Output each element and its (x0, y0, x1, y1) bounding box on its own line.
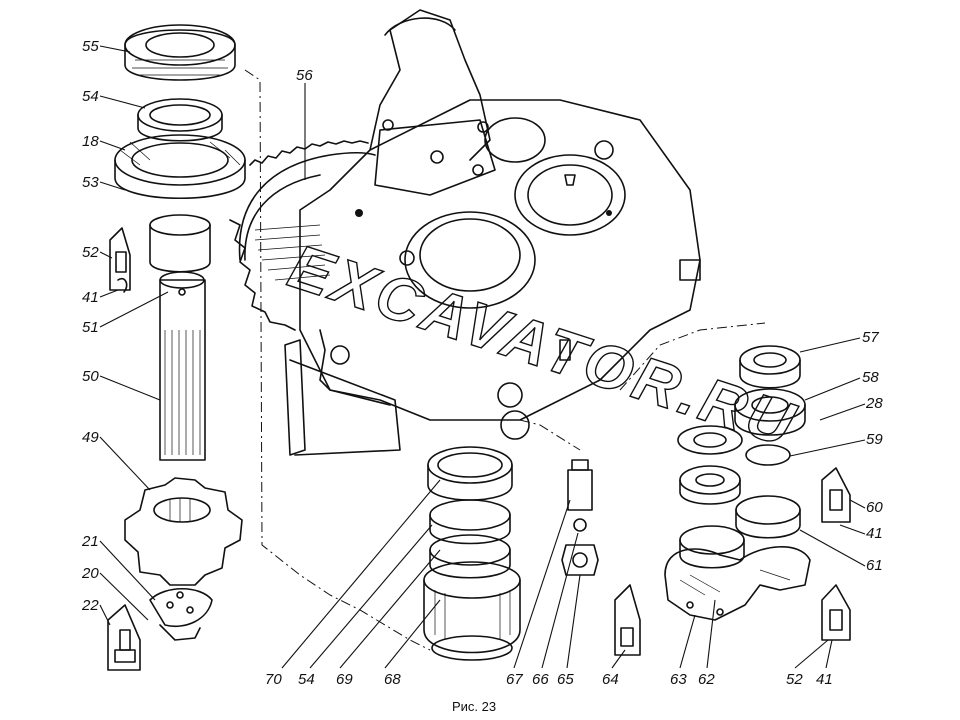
bolt-52-left (109, 227, 131, 293)
center-lines (244, 69, 766, 651)
callout-59: 59 (866, 431, 883, 448)
pinion-gear-49 (124, 477, 243, 586)
leader-lines (99, 45, 866, 669)
callout-41c: 41 (816, 671, 833, 688)
fitting-65-67 (561, 459, 599, 576)
callout-21: 21 (81, 533, 99, 550)
callout-50: 50 (82, 368, 99, 385)
shaft-50 (159, 271, 206, 461)
callout-22: 22 (81, 597, 99, 614)
figure-caption: Рис. 23 (452, 699, 496, 714)
callout-57: 57 (862, 329, 879, 346)
bolt-60-right (821, 467, 851, 523)
callout-61: 61 (866, 557, 883, 574)
callout-20: 20 (81, 565, 99, 582)
callout-70: 70 (265, 671, 282, 688)
callout-66: 66 (532, 671, 549, 688)
callout-52b: 52 (786, 671, 803, 688)
bearing-55 (124, 24, 236, 81)
callout-41: 41 (82, 289, 99, 306)
callout-69: 69 (336, 671, 353, 688)
ring-gear-56 (229, 140, 376, 331)
seal-54 (137, 98, 223, 142)
callout-60: 60 (866, 499, 883, 516)
bolt-64 (614, 584, 641, 656)
callout-18: 18 (82, 133, 99, 150)
callout-65: 65 (557, 671, 574, 688)
gearbox-housing (284, 9, 701, 456)
ring-18 (114, 134, 246, 200)
sleeve-stack-center (423, 446, 521, 661)
callout-58: 58 (862, 369, 879, 386)
bolt-22 (107, 604, 141, 671)
callout-56: 56 (296, 67, 313, 84)
callout-64: 64 (602, 671, 619, 688)
callout-54b: 54 (298, 671, 315, 688)
bolt-52-right (821, 584, 851, 641)
callout-55: 55 (82, 38, 99, 55)
seal-59 (677, 425, 791, 505)
bushing-53 (149, 214, 211, 273)
callout-28: 28 (865, 395, 883, 412)
washer-20-21 (149, 588, 213, 641)
callout-63: 63 (670, 671, 687, 688)
callout-54: 54 (82, 88, 99, 105)
callout-53: 53 (82, 174, 99, 191)
retainer-plate-62-63 (664, 495, 811, 621)
bearing-57-58 (734, 345, 806, 436)
callout-62: 62 (698, 671, 715, 688)
callout-41b: 41 (866, 525, 883, 542)
callout-labels: 55 54 18 53 52 41 51 50 49 21 20 22 56 5… (81, 38, 883, 688)
callout-68: 68 (384, 671, 401, 688)
callout-67: 67 (506, 671, 523, 688)
callout-51: 51 (82, 319, 99, 336)
callout-52: 52 (82, 244, 99, 261)
callout-49: 49 (82, 429, 99, 446)
